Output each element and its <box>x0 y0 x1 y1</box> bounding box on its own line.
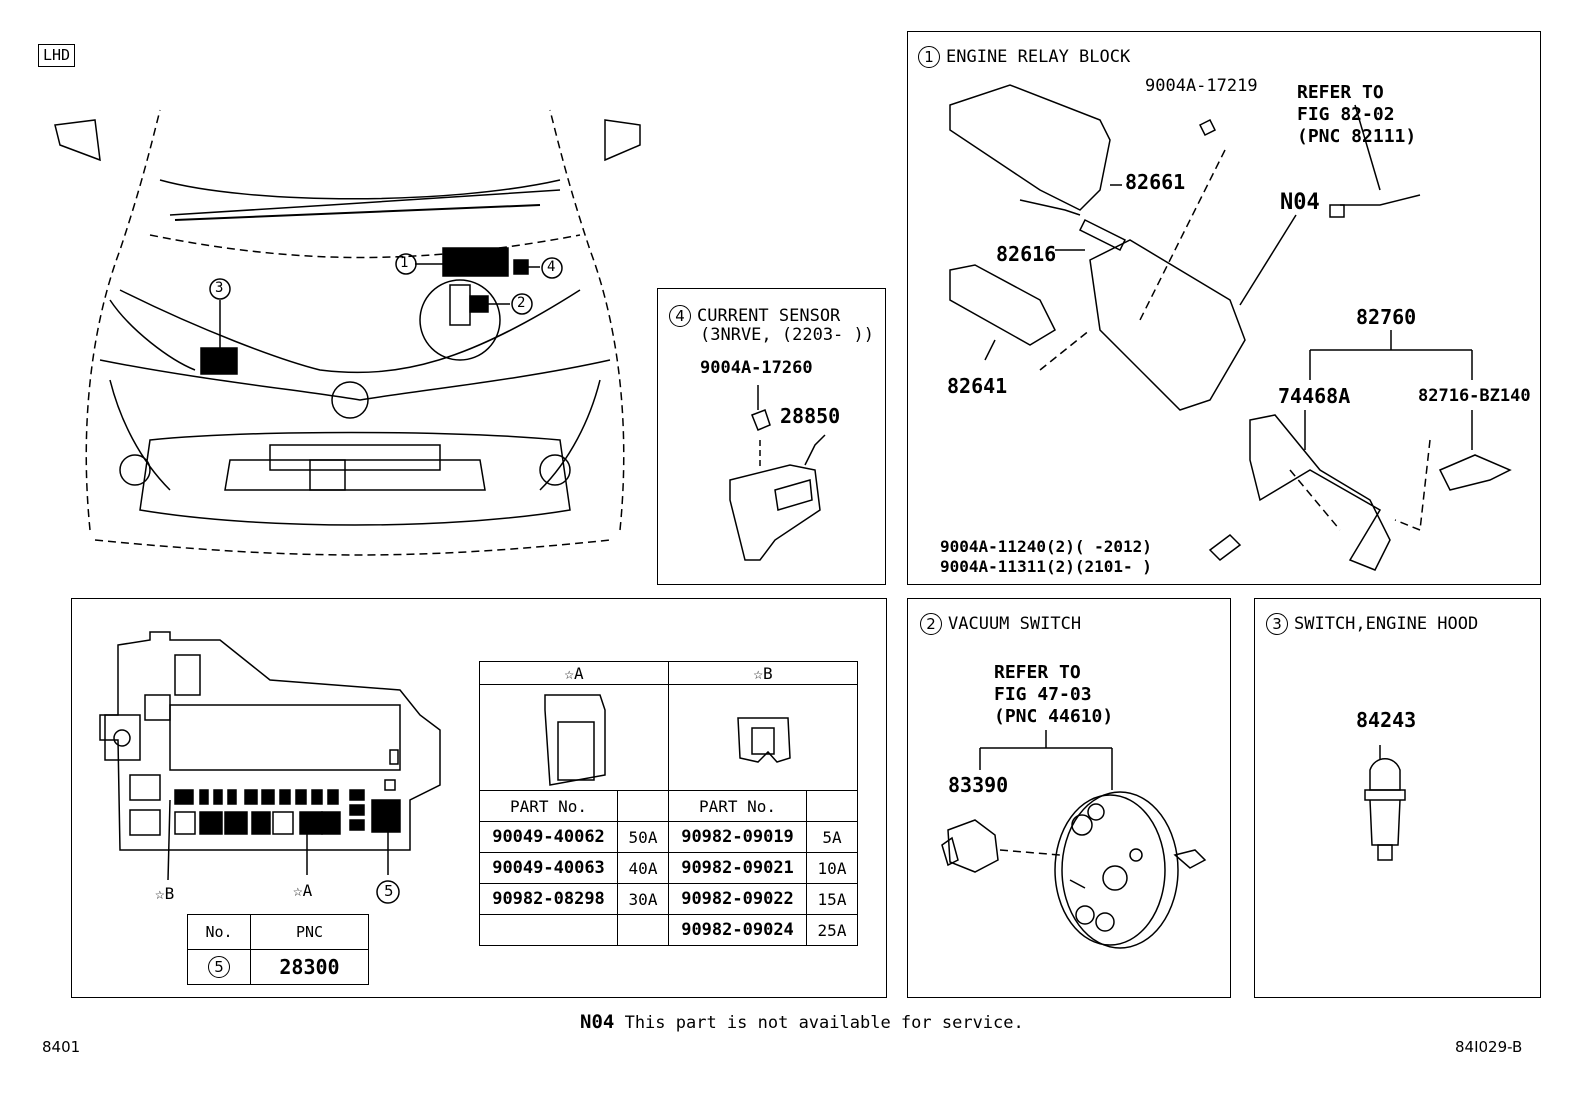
footer-page-code: 8401 <box>42 1038 81 1056</box>
pnc-no: 5 <box>187 949 251 985</box>
fuse-a-amp: 40A <box>617 852 669 884</box>
fuse-box-callout-5: 5 <box>384 882 394 900</box>
fuse-header-amp-b <box>806 790 858 822</box>
fuse-box-drawing <box>99 631 441 904</box>
overview-callout-2: 2 <box>517 295 526 311</box>
fuse-label-b: ☆B <box>155 884 175 903</box>
fuse-a-part: 90049-40062 <box>479 821 618 853</box>
vacuum-booster-drawing <box>941 730 1207 949</box>
fuse-b-image <box>668 684 858 791</box>
fuse-header-part-a: PART No. <box>479 790 618 822</box>
fuse-box-panel <box>71 598 887 998</box>
overview-callout-3: 3 <box>215 280 224 296</box>
fuse-b-amp: 10A <box>806 852 858 884</box>
fuse-col-b: ☆B <box>668 661 858 685</box>
fuse-col-a: ☆A <box>479 661 669 685</box>
part-82616: 82616 <box>996 242 1057 266</box>
fuse-b-amp: 25A <box>806 914 858 946</box>
vacuum-refer-1: REFER TO <box>994 662 1081 683</box>
part-9004a-17219: 9004A-17219 <box>1145 76 1258 96</box>
part-82641: 82641 <box>947 374 1008 398</box>
part-82661: 82661 <box>1125 170 1186 194</box>
overview-callout-1: 1 <box>400 255 409 271</box>
part-9004a-17260: 9004A-17260 <box>700 358 813 378</box>
fuse-a-amp <box>617 914 669 946</box>
fuse-header-amp-a <box>617 790 669 822</box>
engine-relay-block-panel <box>907 31 1541 585</box>
fuse-a-amp: 30A <box>617 883 669 915</box>
current-sensor-panel <box>657 288 886 585</box>
part-bolt-2: 9004A-11311(2)(2101- ) <box>940 557 1152 576</box>
part-28850: 28850 <box>780 404 841 428</box>
fuse-label-a: ☆A <box>293 881 313 900</box>
fuse-a-part <box>479 914 618 946</box>
part-74468a: 74468A <box>1278 384 1351 408</box>
part-82716-bz140: 82716-BZ140 <box>1418 386 1531 406</box>
fuse-a-part: 90982-08298 <box>479 883 618 915</box>
hood-switch-panel <box>1254 598 1541 998</box>
footer-note: N04 This part is not available for servi… <box>580 1011 1024 1033</box>
part-82760: 82760 <box>1356 305 1417 329</box>
part-84243: 84243 <box>1356 708 1417 732</box>
hood-switch-drawing <box>1364 745 1406 861</box>
car-front-drawing <box>54 109 641 556</box>
fuse-b-amp: 5A <box>806 821 858 853</box>
fuse-header-part-b: PART No. <box>668 790 807 822</box>
refer-line-1: REFER TO <box>1297 82 1384 103</box>
part-n04: N04 <box>1280 190 1320 215</box>
fuse-a-amp: 50A <box>617 821 669 853</box>
pnc-header-pnc: PNC <box>250 914 369 950</box>
pnc-header-no: No. <box>187 914 251 950</box>
current-sensor-subtitle: (3NRVE, (2203- )) <box>700 325 874 345</box>
pnc-value: 28300 <box>250 949 369 985</box>
part-83390: 83390 <box>948 773 1009 797</box>
fuse-b-part: 90982-09022 <box>668 883 807 915</box>
vacuum-refer-3: (PNC 44610) <box>994 706 1114 727</box>
vacuum-refer-2: FIG 47-03 <box>994 684 1092 705</box>
fuse-a-image <box>479 684 669 791</box>
fuse-b-part: 90982-09024 <box>668 914 807 946</box>
vacuum-switch-panel <box>907 598 1231 998</box>
fuse-b-part: 90982-09019 <box>668 821 807 853</box>
fuse-b-amp: 15A <box>806 883 858 915</box>
relay-block-drawing <box>949 84 1512 571</box>
lhd-label: LHD <box>38 44 76 67</box>
fuse-a-part: 90049-40063 <box>479 852 618 884</box>
footer-figure-code: 84I029-B <box>1455 1038 1523 1056</box>
part-bolt-1: 9004A-11240(2)( -2012) <box>940 537 1152 556</box>
refer-line-2: FIG 82-02 <box>1297 104 1395 125</box>
current-sensor-drawing <box>729 385 826 561</box>
fuse-b-part: 90982-09021 <box>668 852 807 884</box>
overview-callout-4: 4 <box>547 259 556 275</box>
refer-line-3: (PNC 82111) <box>1297 126 1417 147</box>
